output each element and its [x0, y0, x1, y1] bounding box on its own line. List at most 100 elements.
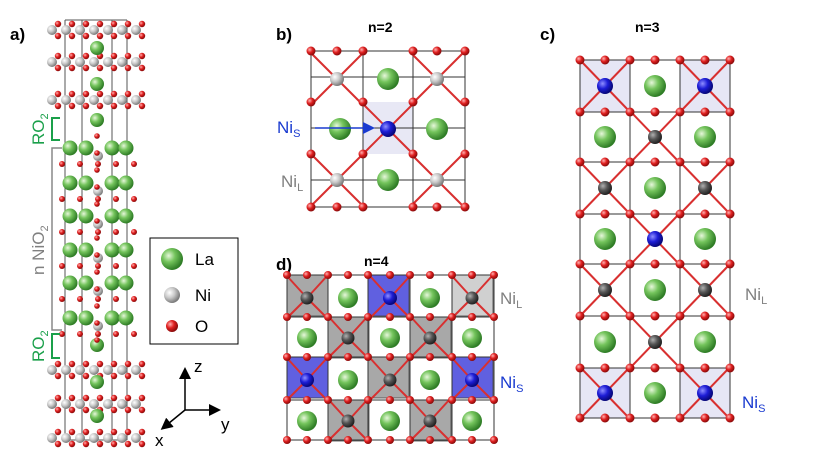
oxygen-atom — [324, 396, 332, 404]
oxygen-atom — [113, 296, 119, 302]
la-atom — [118, 242, 134, 258]
oxygen-atom — [575, 157, 585, 167]
la-atom — [104, 310, 120, 326]
oxygen-atom — [54, 52, 62, 60]
oxygen-atom — [68, 102, 76, 110]
oxygen-atom — [124, 394, 132, 402]
oxygen-atom — [59, 161, 65, 167]
oxygen-atom — [675, 259, 685, 269]
ni-atom — [117, 433, 127, 443]
oxygen-atom — [406, 353, 414, 361]
la-atom — [90, 113, 104, 127]
oxygen-atom — [725, 311, 735, 321]
oxygen-atom — [426, 396, 434, 404]
ni-atom — [103, 25, 113, 35]
stack-bracket: n NiO2 — [29, 147, 62, 331]
oxygen-atom — [138, 440, 146, 448]
oxygen-atom — [95, 229, 101, 235]
la-atom — [118, 310, 134, 326]
panel-d-title: n=4 — [364, 253, 389, 269]
ni-atom — [47, 399, 57, 409]
oxygen-atom — [575, 311, 585, 321]
la-atom — [420, 288, 440, 308]
panel-b-nil-label: NiL — [281, 172, 303, 194]
oxygen-atom — [54, 372, 62, 380]
oxygen-atom — [124, 360, 132, 368]
oxygen-atom — [358, 46, 368, 56]
oxygen-atom — [650, 363, 660, 373]
oxygen-atom — [625, 259, 635, 269]
ni-atom — [117, 399, 127, 409]
oxygen-atom — [124, 372, 132, 380]
oxygen-atom — [82, 32, 90, 40]
oxygen-atom — [575, 55, 585, 65]
oxygen-atom — [650, 209, 660, 219]
oxygen-atom — [448, 313, 456, 321]
oxygen-atom — [96, 90, 104, 98]
la-atom — [78, 175, 94, 191]
oxygen-atom — [54, 360, 62, 368]
oxygen-atom — [113, 229, 119, 235]
ni-atom — [103, 95, 113, 105]
oxygen-atom — [386, 353, 394, 361]
legend: La Ni O — [149, 237, 239, 345]
legend-item-o: O — [166, 317, 208, 336]
la-atom — [462, 328, 482, 348]
oxygen-atom — [82, 90, 90, 98]
oxygen-atom — [110, 372, 118, 380]
oxygen-atom — [324, 313, 332, 321]
oxygen-atom — [131, 331, 137, 337]
oxygen-atom — [600, 107, 610, 117]
oxygen-atom — [725, 157, 735, 167]
oxygen-atom — [650, 259, 660, 269]
oxygen-atom — [600, 55, 610, 65]
oxygen-atom — [77, 229, 83, 235]
oxygen-atom — [110, 394, 118, 402]
oxygen-atom — [306, 46, 316, 56]
oxygen-atom — [59, 263, 65, 269]
panel-a: a) RO2 n NiO2 RO2 — [10, 19, 146, 448]
oxygen-atom — [131, 296, 137, 302]
oxygen-atom — [68, 406, 76, 414]
oxygen-atom — [82, 52, 90, 60]
ni-atom — [131, 399, 141, 409]
oxygen-atom — [332, 202, 342, 212]
oxygen-atom — [364, 436, 372, 444]
oxygen-atom — [432, 46, 442, 56]
ni-atom — [61, 95, 71, 105]
la-atom — [380, 328, 400, 348]
ni-s-atom — [597, 385, 613, 401]
oxygen-atom — [131, 263, 137, 269]
oxygen-atom — [700, 157, 710, 167]
oxygen-atom — [124, 52, 132, 60]
panel-a-structure — [47, 19, 146, 448]
oxygen-atom — [358, 202, 368, 212]
oxygen-atom — [490, 436, 498, 444]
oxygen-atom — [408, 202, 418, 212]
oxygen-atom — [283, 313, 291, 321]
oxygen-atom — [77, 196, 83, 202]
ni-atom — [430, 173, 444, 187]
oxygen-atom — [600, 259, 610, 269]
oxygen-atom — [82, 64, 90, 72]
panel-d-label: d) — [276, 255, 292, 274]
oxygen-atom — [59, 229, 65, 235]
la-atom — [644, 177, 666, 199]
oxygen-atom — [358, 97, 368, 107]
la-atom — [90, 375, 104, 389]
oxygen-atom — [306, 149, 316, 159]
oxygen-atom — [650, 311, 660, 321]
oxygen-atom — [448, 396, 456, 404]
oxygen-atom — [138, 52, 146, 60]
panel-b-nis-label: NiS — [277, 118, 375, 140]
oxygen-atom — [113, 331, 119, 337]
oxygen-atom — [460, 149, 470, 159]
oxygen-atom — [725, 55, 735, 65]
oxygen-atom — [110, 64, 118, 72]
oxygen-atom — [138, 90, 146, 98]
ni-l-atom — [648, 335, 662, 349]
la-atom — [694, 126, 716, 148]
oxygen-atom — [54, 102, 62, 110]
ni-atom — [131, 95, 141, 105]
oxygen-atom — [82, 406, 90, 414]
